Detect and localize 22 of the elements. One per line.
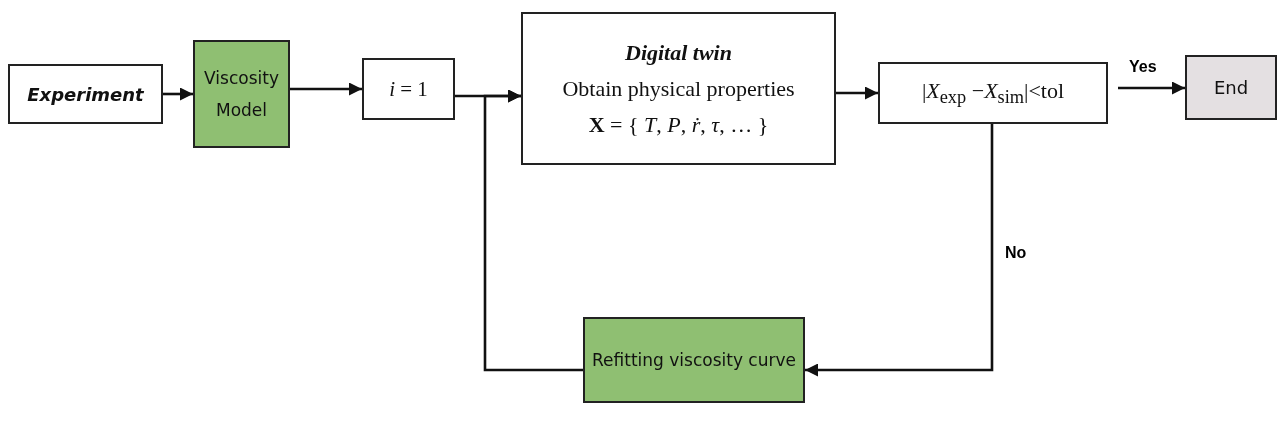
box-label: Experiment bbox=[27, 83, 144, 105]
end-box bbox=[1185, 55, 1277, 120]
arrow bbox=[163, 87, 193, 101]
arrow bbox=[805, 124, 994, 377]
arrow bbox=[836, 86, 878, 100]
arrow bbox=[1118, 81, 1185, 95]
decision-box bbox=[878, 62, 1108, 124]
formula: i = 1 bbox=[389, 76, 428, 102]
box-text: Obtain physical properties bbox=[562, 75, 795, 102]
box-label: End bbox=[1213, 77, 1249, 98]
box-label: Refitting viscosity curve bbox=[592, 348, 796, 372]
process-box bbox=[521, 12, 836, 165]
box-heading: Digital twin bbox=[625, 39, 732, 66]
input-box bbox=[8, 64, 163, 124]
process-box bbox=[193, 40, 290, 148]
arrow bbox=[483, 89, 583, 372]
process-box bbox=[362, 58, 455, 120]
process-box bbox=[583, 317, 805, 403]
box-label: Viscosity Model bbox=[203, 66, 280, 122]
formula: X = { T, P, ṙ, τ, … } bbox=[588, 111, 769, 138]
arrow bbox=[290, 82, 362, 96]
formula: |X$_{exp}$ −X$_{sim}$|<tol bbox=[921, 77, 1065, 109]
